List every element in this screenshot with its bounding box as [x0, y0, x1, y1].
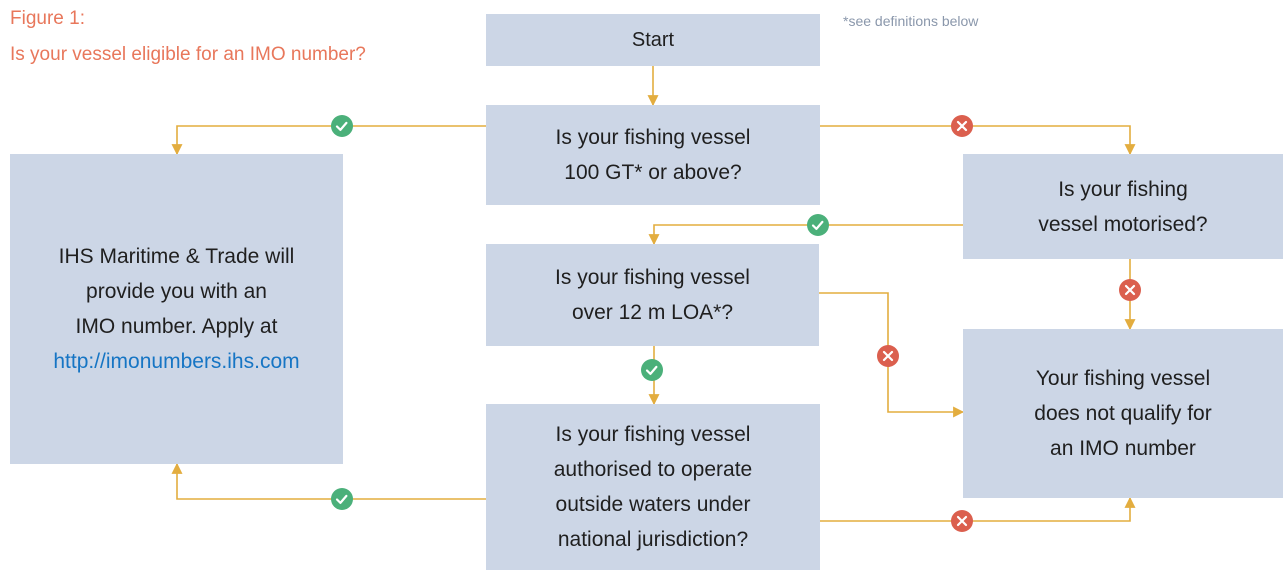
edge-motorised-yes-to-loa [648, 224, 963, 246]
node-result-not-eligible-line-2: does not qualify for [1034, 402, 1212, 425]
figure-label: Figure 1: [10, 8, 85, 29]
node-question-loa-line-2: over 12 m LOA*? [571, 301, 734, 324]
imo-application-link[interactable]: http://imonumbers.ihs.com [53, 350, 300, 373]
cross-icon [956, 515, 968, 527]
node-start: Start [486, 14, 820, 66]
yes-marker-gt [331, 115, 353, 137]
no-marker-motorised [1119, 279, 1141, 301]
node-result-eligible: IHS Maritime & Trade will provide you wi… [10, 154, 343, 464]
node-result-eligible-line-3: IMO number. Apply at [75, 315, 278, 338]
node-question-authorised-line-2: authorised to operate [553, 458, 753, 481]
edge-authorised-no-to-not-eligible [820, 496, 1136, 522]
node-question-motorised-line-1: Is your fishing [1058, 177, 1188, 201]
node-question-gt-line-2: 100 GT* or above? [564, 161, 742, 184]
edge-gt-yes-to-eligible [171, 125, 486, 156]
yes-marker-authorised [331, 488, 353, 510]
cross-icon [1124, 284, 1136, 296]
node-result-eligible-line-2: provide you with an [86, 280, 267, 303]
cross-icon [956, 120, 968, 132]
node-question-gt: Is your fishing vessel 100 GT* or above? [486, 105, 820, 205]
node-question-gt-line-1: Is your fishing vessel [555, 126, 751, 149]
node-question-authorised-line-4: national jurisdiction? [557, 528, 749, 551]
check-icon [811, 220, 824, 230]
node-start-label: Start [631, 28, 675, 51]
no-marker-loa [877, 345, 899, 367]
definitions-note: *see definitions below [843, 13, 979, 29]
yes-marker-loa [641, 359, 663, 381]
figure-title: Is your vessel eligible for an IMO numbe… [10, 44, 366, 65]
node-result-not-eligible-line-3: an IMO number [1050, 437, 1196, 460]
node-result-eligible-line-1: IHS Maritime & Trade will [58, 245, 295, 268]
no-marker-gt [951, 115, 973, 137]
yes-marker-motorised [807, 214, 829, 236]
node-question-authorised-line-3: outside waters under [555, 493, 751, 516]
edge-authorised-yes-to-eligible [171, 462, 486, 500]
node-question-loa-line-1: Is your fishing vessel [555, 266, 750, 289]
node-result-not-eligible: Your fishing vessel does not qualify for… [963, 329, 1283, 498]
check-icon [335, 494, 348, 504]
no-marker-authorised [951, 510, 973, 532]
node-question-authorised: Is your fishing vessel authorised to ope… [486, 404, 820, 570]
node-question-authorised-line-1: Is your fishing vessel [555, 423, 751, 446]
node-result-not-eligible-line-1: Your fishing vessel [1035, 367, 1211, 390]
node-question-motorised-line-2: vessel motorised? [1038, 212, 1208, 236]
node-question-motorised: Is your fishing vessel motorised? [963, 154, 1283, 259]
check-icon [335, 121, 348, 131]
node-question-loa: Is your fishing vessel over 12 m LOA*? [486, 244, 819, 346]
edge-gt-no-to-motorised [820, 125, 1136, 156]
cross-icon [882, 350, 894, 362]
check-icon [645, 365, 658, 375]
